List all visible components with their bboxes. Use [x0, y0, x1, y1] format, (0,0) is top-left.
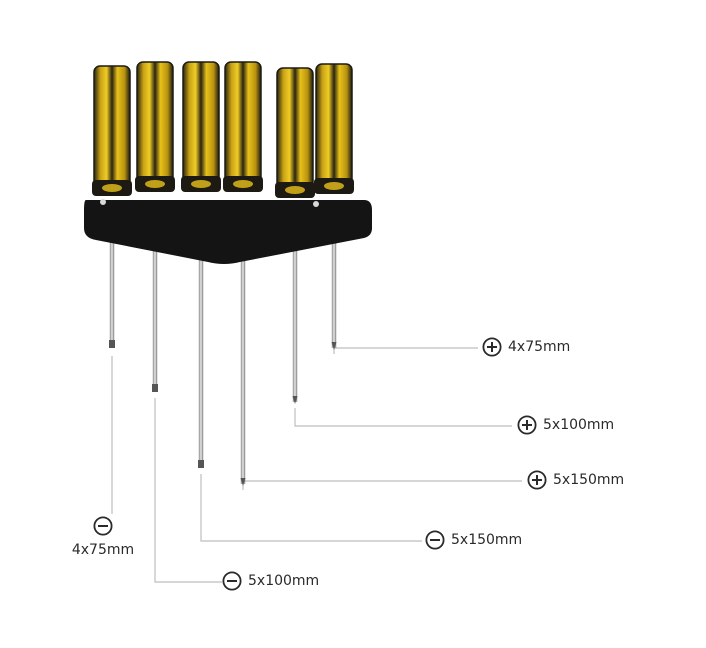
minus-circle-icon	[222, 571, 242, 591]
size-label-slotted: 5x150mm	[425, 530, 522, 550]
shafts	[109, 228, 337, 486]
screwdriver-shaft	[198, 256, 204, 468]
size-label-text: 4x75mm	[71, 542, 135, 558]
rack-body	[84, 200, 372, 264]
screwdriver-handle	[275, 67, 315, 198]
leader-line	[333, 347, 478, 354]
plus-circle-icon	[517, 415, 537, 435]
leader-line	[294, 408, 512, 427]
size-label-phillips: 5x100mm	[517, 415, 614, 435]
size-label-phillips: 4x75mm	[482, 337, 570, 357]
screwdriver-shaft	[152, 246, 158, 392]
handles	[92, 61, 354, 198]
size-label-text: 4x75mm	[508, 339, 571, 355]
screwdriver-shaft	[331, 228, 337, 350]
size-label-phillips: 5x150mm	[527, 470, 624, 490]
size-label-text: 5x100mm	[248, 573, 320, 589]
screwdriver-shaft	[109, 232, 115, 348]
plus-circle-icon	[482, 337, 502, 357]
screwdriver-shaft	[292, 242, 298, 404]
rack-screw	[313, 201, 319, 207]
screwdriver-shaft	[240, 256, 246, 486]
screwdriver-handle	[135, 61, 175, 192]
minus-circle-icon	[93, 516, 113, 536]
rack	[84, 199, 372, 264]
leader-line	[154, 398, 222, 583]
minus-circle-icon	[425, 530, 445, 550]
leader-line	[242, 480, 522, 490]
size-label-text: 5x150mm	[451, 532, 523, 548]
size-label-slotted: 4x75mm	[63, 516, 143, 558]
leader-line	[200, 474, 422, 542]
rack-screw	[100, 199, 106, 205]
screwdriver-handle	[92, 65, 132, 196]
size-label-text: 5x100mm	[543, 417, 615, 433]
screwdriver-handle	[181, 61, 221, 192]
size-label-text: 5x150mm	[553, 472, 625, 488]
screwdriver-handle	[314, 63, 354, 194]
plus-circle-icon	[527, 470, 547, 490]
size-label-slotted: 5x100mm	[222, 571, 319, 591]
screwdriver-handle	[223, 61, 263, 192]
